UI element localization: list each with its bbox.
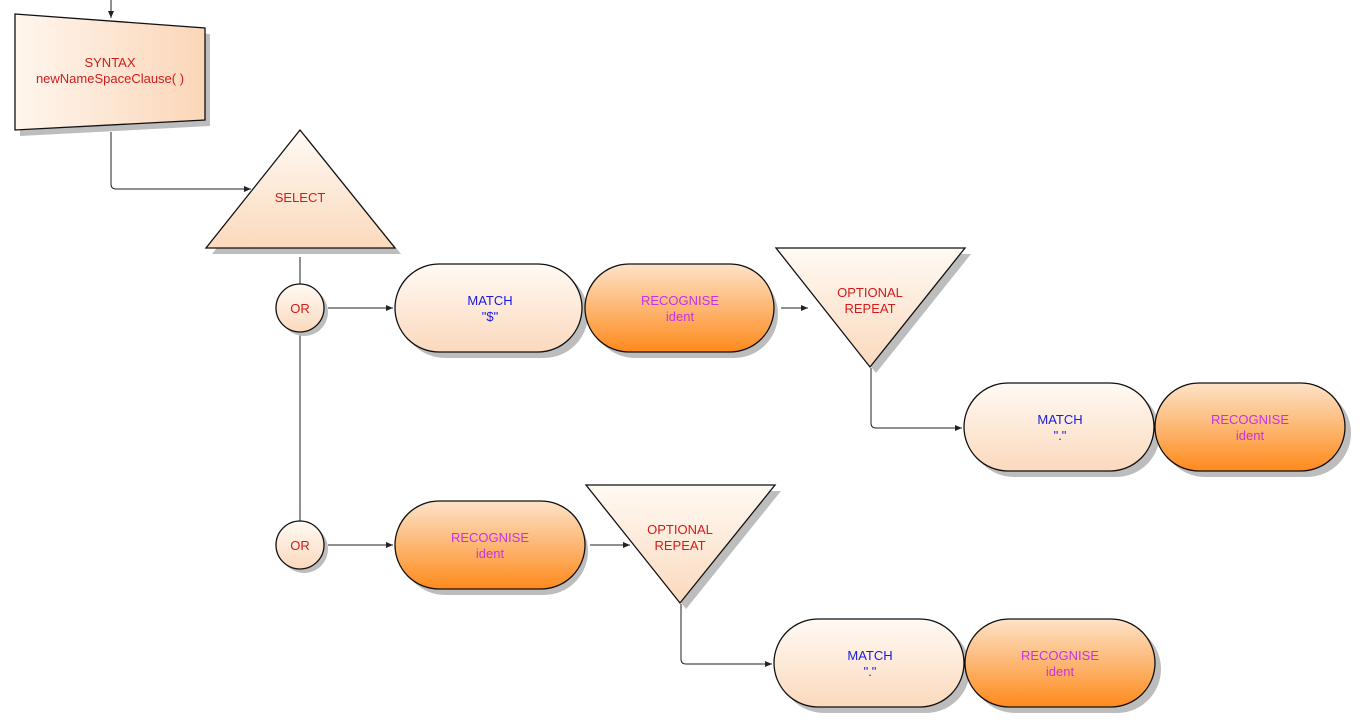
recognise-keyword: RECOGNISE xyxy=(1211,412,1289,427)
or-node-2[interactable]: OR xyxy=(275,520,328,573)
match-keyword: MATCH xyxy=(847,648,892,663)
match-value: "$" xyxy=(482,309,499,324)
match-keyword: MATCH xyxy=(1037,412,1082,427)
recognise-keyword: RECOGNISE xyxy=(451,530,529,545)
optional-label-line1: OPTIONAL xyxy=(837,285,903,300)
recognise-value: ident xyxy=(1046,664,1075,679)
recognise-value: ident xyxy=(1236,428,1265,443)
recognise-value: ident xyxy=(476,546,505,561)
recognise-keyword: RECOGNISE xyxy=(641,293,719,308)
recognise-value: ident xyxy=(666,309,695,324)
match-keyword: MATCH xyxy=(467,293,512,308)
syntax-node[interactable]: SYNTAX newNameSpaceClause( ) xyxy=(14,13,210,136)
optional-repeat-node-1[interactable]: OPTIONAL REPEAT xyxy=(774,247,971,373)
or-label-1: OR xyxy=(290,301,310,316)
syntax-rule-name: newNameSpaceClause( ) xyxy=(36,71,184,86)
recognise-ident-node-4[interactable]: RECOGNISE ident xyxy=(964,618,1161,713)
select-node[interactable]: SELECT xyxy=(204,128,401,254)
optional-label-line1: OPTIONAL xyxy=(647,522,713,537)
syntax-to-select-connector xyxy=(110,132,251,192)
match-value: "." xyxy=(864,664,877,679)
or-label-2: OR xyxy=(290,538,310,553)
match-dollar-node[interactable]: MATCH "$" xyxy=(394,263,588,358)
match-value: "." xyxy=(1054,428,1067,443)
optional-label-line2: REPEAT xyxy=(654,538,705,553)
select-label: SELECT xyxy=(275,190,326,205)
or-node-1[interactable]: OR xyxy=(275,283,328,336)
optional-label-line2: REPEAT xyxy=(844,301,895,316)
recognise-ident-node-3[interactable]: RECOGNISE ident xyxy=(394,500,588,595)
syntax-keyword: SYNTAX xyxy=(84,55,135,70)
optional1-to-inner-connector xyxy=(870,368,962,431)
recognise-keyword: RECOGNISE xyxy=(1021,648,1099,663)
recognise-ident-node-1[interactable]: RECOGNISE ident xyxy=(584,263,778,358)
match-dot-node-1[interactable]: MATCH "." xyxy=(963,382,1160,477)
match-dot-node-2[interactable]: MATCH "." xyxy=(773,618,970,713)
optional2-to-inner-connector xyxy=(680,604,772,667)
optional-repeat-node-2[interactable]: OPTIONAL REPEAT xyxy=(584,484,781,609)
recognise-ident-node-2[interactable]: RECOGNISE ident xyxy=(1154,382,1351,477)
